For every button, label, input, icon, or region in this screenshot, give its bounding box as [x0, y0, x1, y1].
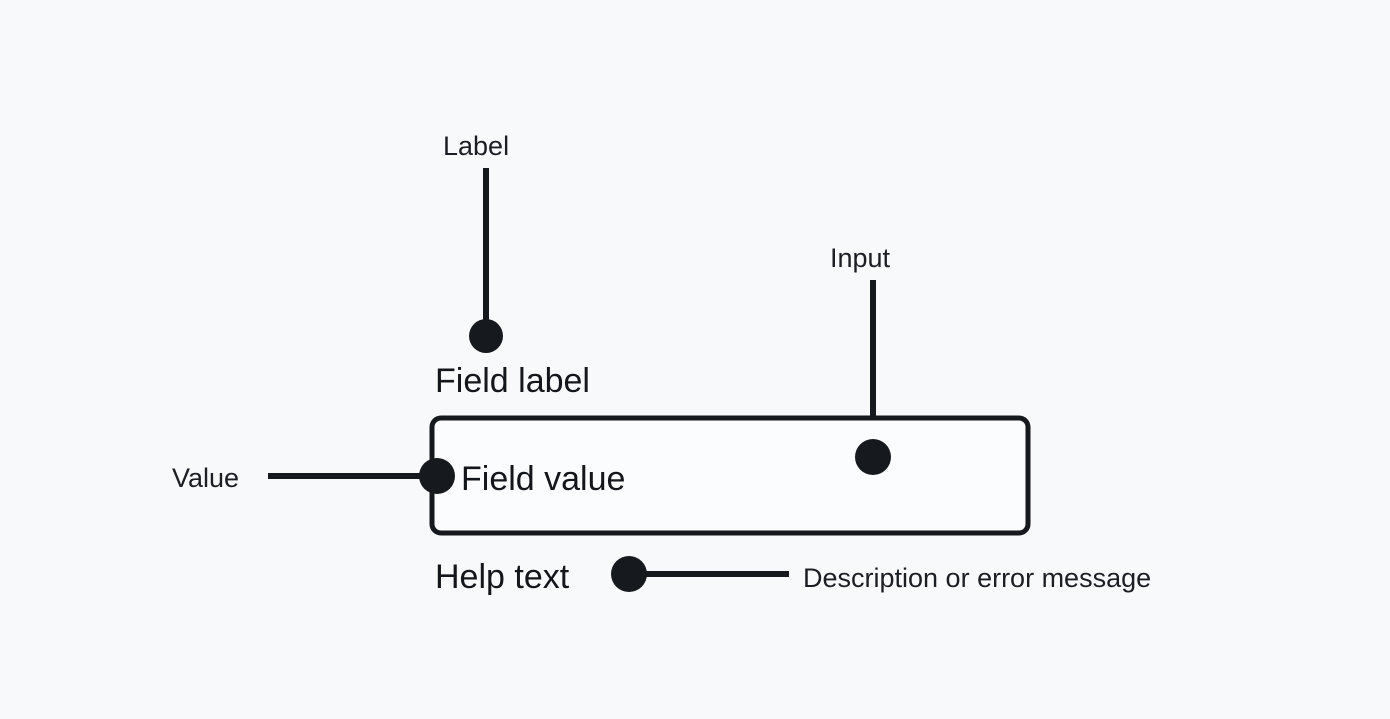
field-label-text: Field label [435, 362, 590, 400]
annotation-help-text-label: Help text [435, 558, 570, 596]
annotation-input-label: Input [830, 243, 891, 273]
input-node-dot [855, 439, 891, 475]
field-description-text: Description or error message [803, 563, 1151, 593]
annotation-label-label: Label [443, 131, 509, 161]
field-value-text: Field value [461, 460, 625, 498]
value-node-dot [419, 458, 455, 494]
annotation-value-label: Value [172, 463, 239, 493]
label-node-dot [469, 319, 503, 353]
